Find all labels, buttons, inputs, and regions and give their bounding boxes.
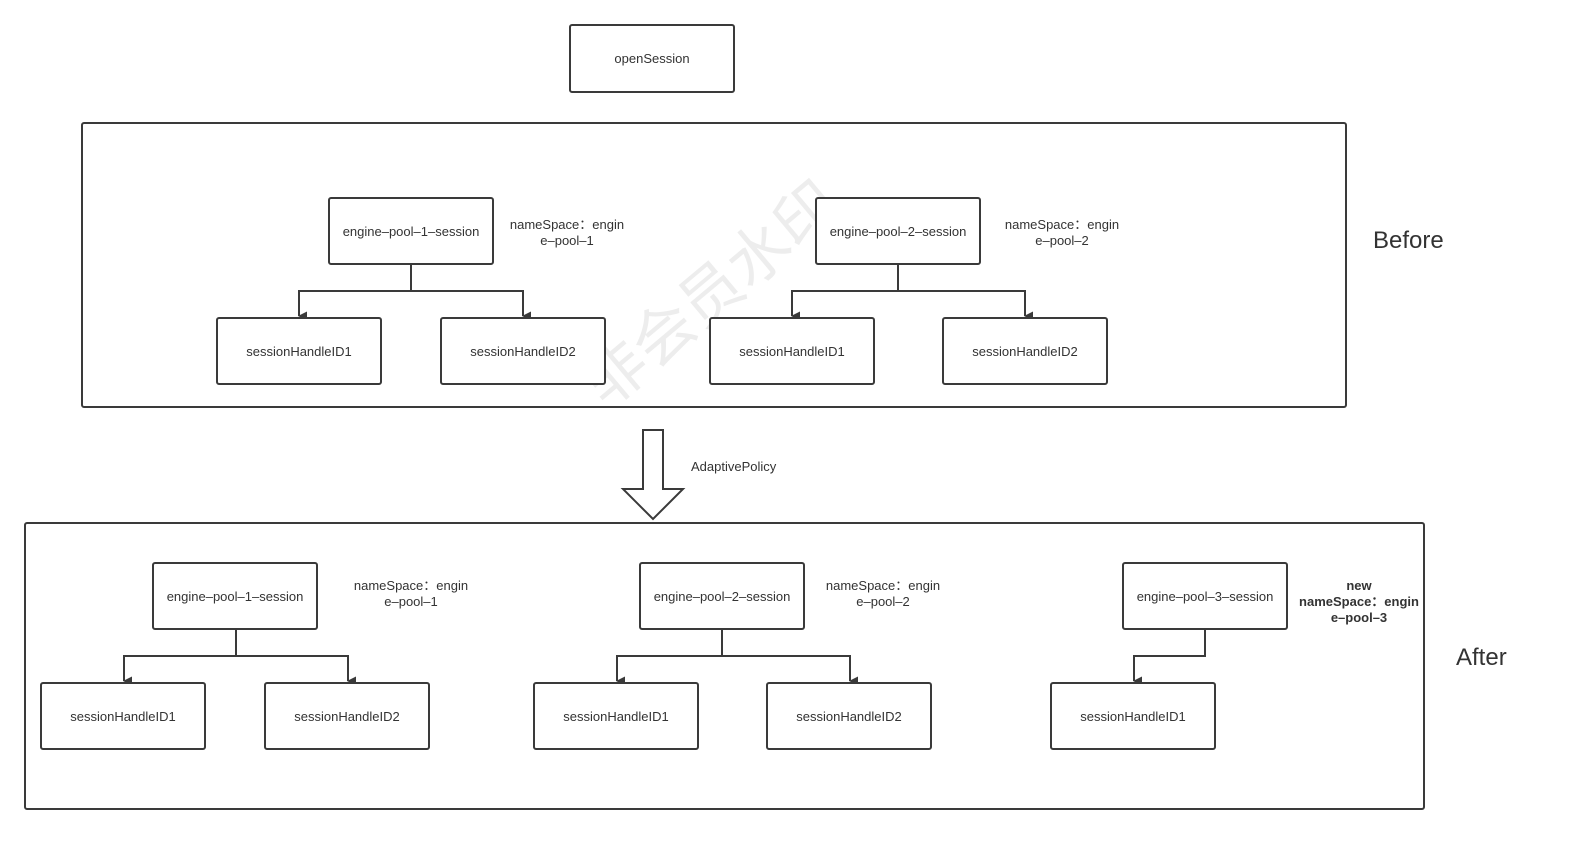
connector-after-pool2-handle2 bbox=[722, 655, 850, 681]
after-pool3-namespace: new nameSpace：engin e–pool–3 bbox=[1299, 578, 1419, 626]
after-pool2-ns-line2: e–pool–2 bbox=[856, 594, 910, 609]
before-pool1-namespace: nameSpace：engin e–pool–1 bbox=[508, 217, 626, 249]
before-pool2-handle2: sessionHandleID2 bbox=[942, 317, 1108, 385]
before-pool2-namespace: nameSpace：engin e–pool–2 bbox=[1003, 217, 1121, 249]
after-pool1-namespace: nameSpace：engin e–pool–1 bbox=[352, 578, 470, 610]
after-pool2-handle2: sessionHandleID2 bbox=[766, 682, 932, 750]
after-pool2-namespace: nameSpace：engin e–pool–2 bbox=[824, 578, 942, 610]
open-session-node: openSession bbox=[569, 24, 735, 93]
before-pool2-ns-line1: nameSpace：engin bbox=[1004, 217, 1120, 232]
before-pool1-handle2-label: sessionHandleID2 bbox=[470, 343, 576, 359]
before-pool2-handle1-label: sessionHandleID1 bbox=[739, 343, 845, 359]
before-pool1-session: engine–pool–1–session bbox=[328, 197, 494, 265]
after-frame bbox=[24, 522, 1425, 810]
before-pool2-handle1: sessionHandleID1 bbox=[709, 317, 875, 385]
after-pool1-handle1-label: sessionHandleID1 bbox=[70, 708, 176, 724]
after-pool1-session: engine–pool–1–session bbox=[152, 562, 318, 630]
after-pool1-session-label: engine–pool–1–session bbox=[166, 588, 304, 604]
after-label: After bbox=[1456, 644, 1507, 671]
after-pool2-handle1-label: sessionHandleID1 bbox=[563, 708, 669, 724]
connector-before-pool2-handle2 bbox=[898, 290, 1025, 316]
after-pool1-handle2: sessionHandleID2 bbox=[264, 682, 430, 750]
before-pool1-handle1-label: sessionHandleID1 bbox=[246, 343, 352, 359]
before-label: Before bbox=[1373, 227, 1444, 254]
connector-after-pool1-handle1 bbox=[123, 630, 237, 681]
after-pool2-handle2-label: sessionHandleID2 bbox=[796, 708, 902, 724]
connector-after-pool1-handle2 bbox=[236, 655, 348, 681]
connector-after-pool2-handle1 bbox=[616, 630, 723, 681]
after-pool1-handle1: sessionHandleID1 bbox=[40, 682, 206, 750]
connector-before-pool1-handle2 bbox=[411, 290, 523, 316]
before-pool1-handle2: sessionHandleID2 bbox=[440, 317, 606, 385]
after-pool2-ns-line1: nameSpace：engin bbox=[825, 578, 941, 593]
before-frame bbox=[81, 122, 1347, 408]
after-pool3-ns-line2: e–pool–3 bbox=[1330, 610, 1388, 625]
connector-after-pool3-handle1 bbox=[1133, 630, 1206, 681]
before-pool2-session-label: engine–pool–2–session bbox=[829, 223, 967, 239]
before-pool1-handle1: sessionHandleID1 bbox=[216, 317, 382, 385]
adaptive-policy-label: AdaptivePolicy bbox=[691, 459, 777, 474]
before-pool2-ns-line2: e–pool–2 bbox=[1035, 233, 1089, 248]
after-pool1-handle2-label: sessionHandleID2 bbox=[294, 708, 400, 724]
transition-arrow bbox=[620, 429, 686, 521]
after-pool3-session: engine–pool–3–session bbox=[1122, 562, 1288, 630]
after-pool3-handle1: sessionHandleID1 bbox=[1050, 682, 1216, 750]
after-pool3-ns-line1: nameSpace：engin bbox=[1299, 594, 1419, 609]
before-pool1-ns-line1: nameSpace：engin bbox=[509, 217, 625, 232]
after-pool2-session: engine–pool–2–session bbox=[639, 562, 805, 630]
connector-before-pool2-handle1 bbox=[791, 265, 899, 316]
after-pool2-session-label: engine–pool–2–session bbox=[653, 588, 791, 604]
after-pool1-ns-line1: nameSpace：engin bbox=[353, 578, 469, 593]
before-pool2-handle2-label: sessionHandleID2 bbox=[972, 343, 1078, 359]
after-pool2-handle1: sessionHandleID1 bbox=[533, 682, 699, 750]
before-pool1-session-label: engine–pool–1–session bbox=[342, 223, 480, 239]
connector-before-pool1-handle1 bbox=[298, 265, 412, 316]
before-pool1-ns-line2: e–pool–1 bbox=[540, 233, 594, 248]
open-session-label: openSession bbox=[614, 51, 690, 66]
after-pool3-ns-new: new bbox=[1346, 578, 1372, 593]
before-pool2-session: engine–pool–2–session bbox=[815, 197, 981, 265]
after-pool3-handle1-label: sessionHandleID1 bbox=[1080, 708, 1186, 724]
after-pool3-session-label: engine–pool–3–session bbox=[1136, 588, 1274, 604]
after-pool1-ns-line2: e–pool–1 bbox=[384, 594, 438, 609]
